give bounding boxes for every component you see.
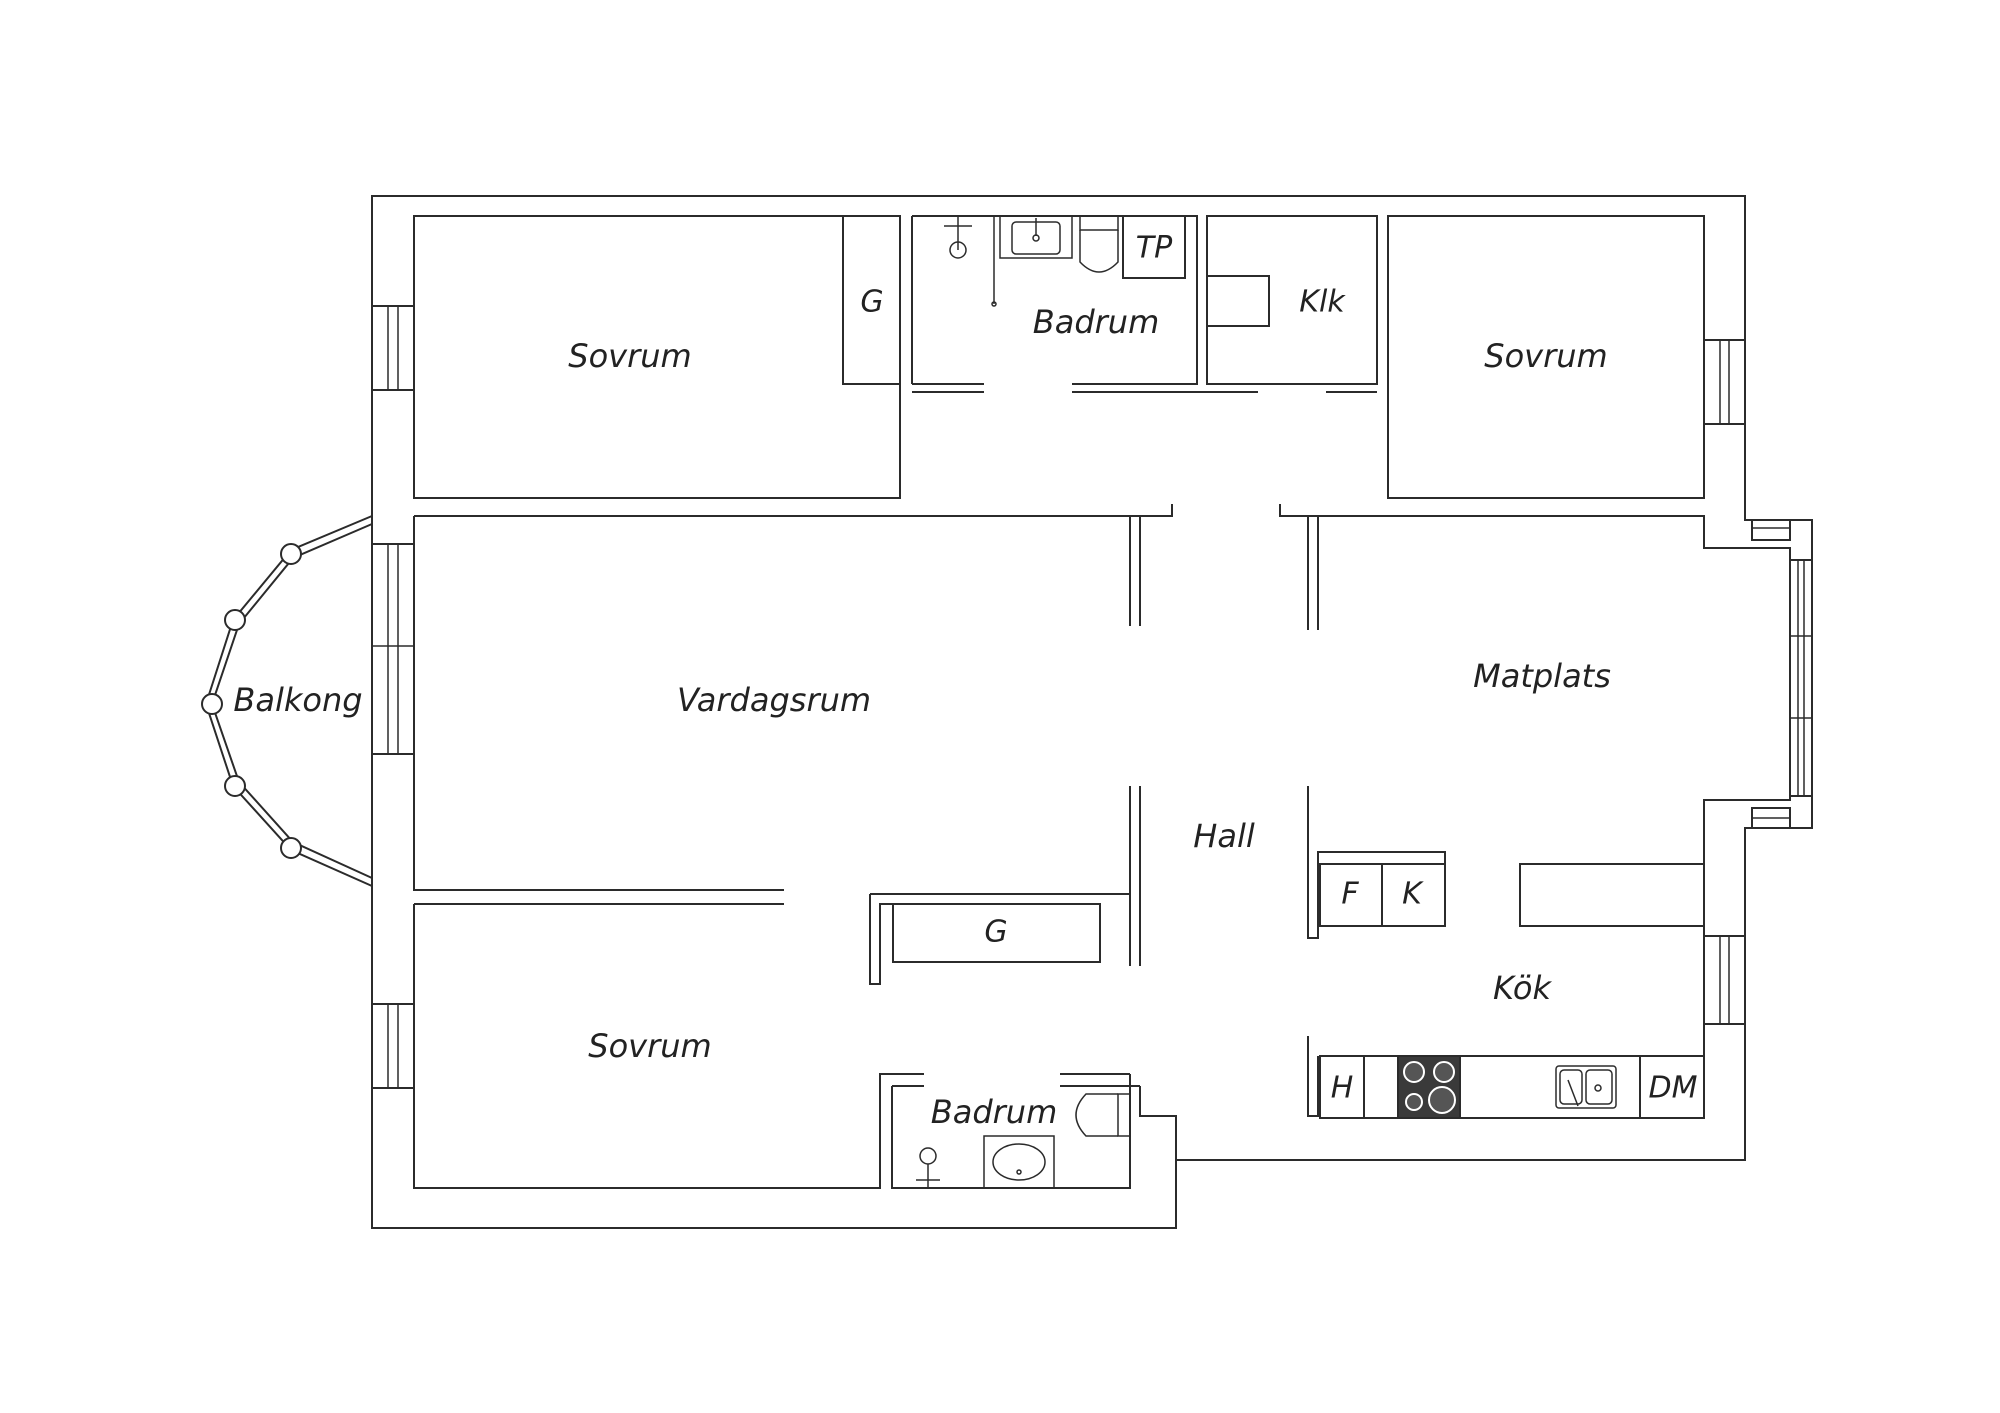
- vardagsrum-room: [413, 504, 1173, 891]
- wardrobe-g-top: [842, 215, 901, 385]
- window-icon: [371, 305, 415, 391]
- window-icon: [1751, 519, 1791, 829]
- sink-icon: [999, 215, 1073, 259]
- window-icon: [1789, 559, 1813, 797]
- badrum-bottom-room: [891, 1085, 1131, 1189]
- sovrum-bottom-room: [413, 903, 924, 1189]
- toilet-icon: [1075, 1093, 1131, 1137]
- f-cabinet: [1319, 863, 1383, 927]
- kitchen-counter: [1319, 1055, 1705, 1119]
- fk-cabinet-outline: [1307, 786, 1446, 939]
- sink-icon: [983, 1135, 1055, 1189]
- wardrobe-g-bottom-outline: [869, 893, 1130, 985]
- klk-shelf: [1206, 275, 1270, 327]
- sovrum-top-right-room: [1387, 215, 1705, 499]
- toilet-icon: [1079, 215, 1119, 273]
- shower-icon: [916, 1147, 940, 1188]
- kitchen-wall: [1307, 1036, 1319, 1117]
- k-cabinet: [1381, 863, 1446, 927]
- window-icon: [371, 543, 415, 755]
- balcony-icon: [201, 515, 373, 887]
- outer-recess: [1139, 1086, 1177, 1160]
- window-icon: [1703, 935, 1746, 1025]
- window-icon: [1703, 339, 1746, 425]
- shower-icon: [944, 216, 997, 307]
- kitchen-sink-icon: [1555, 1065, 1617, 1109]
- window-icon: [371, 1003, 415, 1089]
- kitchen-counter-island: [1519, 863, 1705, 927]
- stove-icon: [1397, 1055, 1461, 1119]
- sovrum-top-left-room: [413, 215, 901, 499]
- tp-cabinet: [1122, 215, 1186, 279]
